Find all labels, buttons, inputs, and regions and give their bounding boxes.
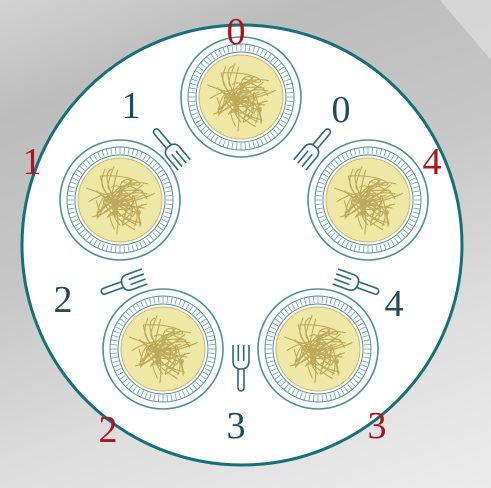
philosopher-label-2: 2 (99, 409, 118, 451)
fork-label-3: 3 (227, 405, 246, 447)
spaghetti-plate-0 (180, 36, 302, 158)
fork-label-0: 0 (332, 89, 351, 131)
philosopher-label-4: 4 (423, 141, 442, 183)
philosopher-label-0: 0 (227, 11, 246, 53)
philosopher-label-1: 1 (23, 141, 42, 183)
fork-label-4: 4 (385, 283, 404, 325)
fork-label-1: 1 (122, 85, 141, 127)
background-highlight (440, 0, 491, 60)
philosopher-label-3: 3 (368, 405, 387, 447)
spaghetti-plate-2 (102, 288, 224, 410)
fork-label-2: 2 (54, 279, 73, 321)
spaghetti-plate-3 (257, 288, 379, 410)
spaghetti-plate-1 (59, 139, 181, 261)
spaghetti-plate-4 (307, 139, 429, 261)
